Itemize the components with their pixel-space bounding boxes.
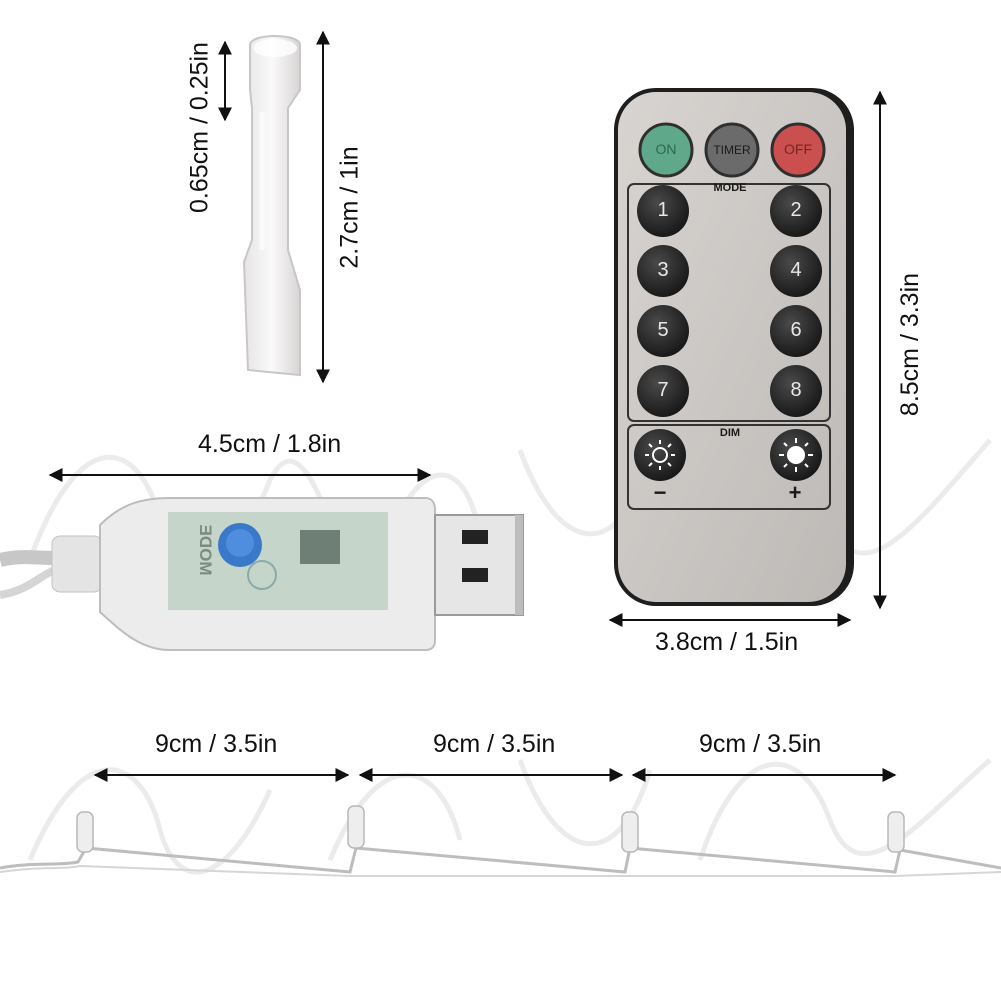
usb-mode-print: MODE [196,524,215,576]
remote-key-5: 5 [657,319,669,341]
usb-width-dimension: 4.5cm / 1.8in [198,430,342,458]
remote-key-6: 6 [790,319,802,341]
spacing-label-3: 9cm / 3.5in [699,730,822,758]
remote-timer-label: TIMER [713,143,751,157]
remote-dim-heading: DIM [719,427,741,439]
remote-key-2: 2 [790,199,802,221]
usb-plug [0,497,524,651]
remote-dim-plus: + [788,480,802,505]
remote-key-7: 7 [657,379,669,401]
remote-key-3: 3 [657,259,669,281]
remote-control [614,88,854,606]
remote-dim-minus: − [653,480,667,505]
remote-key-8: 8 [790,379,802,401]
spacing-label-2: 9cm / 3.5in [433,730,556,758]
remote-key-4: 4 [790,259,802,281]
bulb-length-dimension: 2.7cm / 1in [335,146,364,269]
bulb-head-dimension: 0.65cm / 0.25in [185,42,214,213]
remote-mode-heading: MODE [713,182,747,194]
led-bulb [242,35,301,377]
remote-width-dimension: 3.8cm / 1.5in [655,628,799,656]
remote-key-1: 1 [657,199,669,221]
remote-height-dimension: 8.5cm / 3.3in [896,272,924,417]
remote-on-label: ON [655,141,677,157]
spacing-label-1: 9cm / 3.5in [155,730,278,758]
string-led [76,805,905,853]
remote-off-label: OFF [784,141,812,157]
